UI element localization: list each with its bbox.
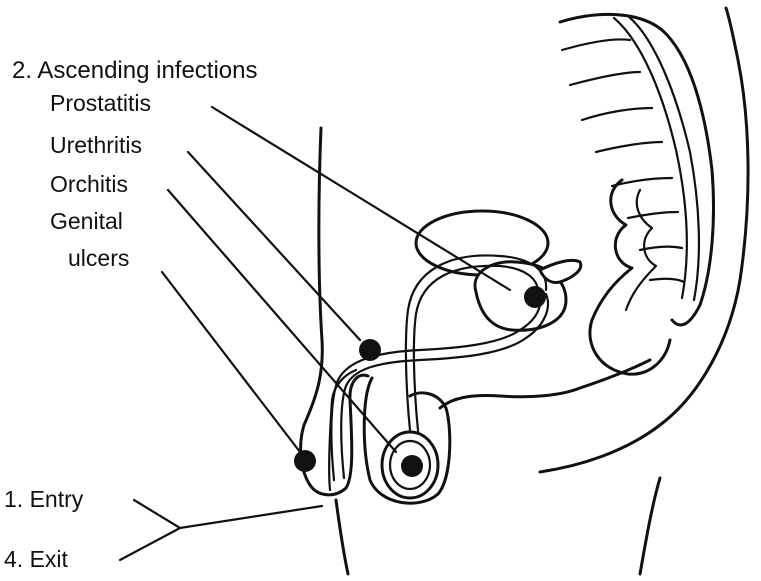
rectum-outline — [590, 180, 670, 374]
vertebra-2 — [570, 72, 640, 85]
leg-line-back — [640, 478, 660, 574]
vertebra-7 — [640, 247, 682, 250]
vertebra-8 — [650, 279, 684, 282]
label-ulcers: ulcers — [68, 245, 129, 271]
sacrum-inner — [614, 18, 687, 298]
vertebra-4 — [596, 142, 662, 152]
sacrum-inner-2 — [628, 16, 699, 300]
leader-genital-ulcers — [162, 272, 300, 452]
perineum-outline — [440, 360, 650, 408]
leader-entry — [134, 500, 322, 528]
label-exit: 4. Exit — [4, 546, 69, 572]
vertebra-3 — [582, 108, 652, 120]
penis-outline — [310, 375, 368, 495]
label-genital: Genital — [50, 208, 123, 234]
label-prostatitis: Prostatitis — [50, 90, 151, 116]
leader-exit — [120, 528, 180, 560]
sacrum-outline — [560, 14, 714, 325]
dot-testis-site — [401, 455, 423, 477]
dot-ulcer-site — [294, 450, 316, 472]
label-urethritis: Urethritis — [50, 132, 142, 158]
dot-prostate-site — [524, 286, 546, 308]
vertebra-1 — [562, 39, 630, 50]
label-orchitis: Orchitis — [50, 171, 128, 197]
vertebra-6 — [628, 212, 678, 218]
leg-line-front — [336, 500, 348, 574]
leader-orchitis — [168, 190, 396, 452]
leader-prostatitis — [212, 107, 510, 290]
label-ascending-infections: 2. Ascending infections — [12, 57, 258, 84]
label-entry: 1. Entry — [4, 486, 84, 512]
dot-urethra-site — [359, 339, 381, 361]
abdominal-wall-outline — [301, 128, 323, 485]
